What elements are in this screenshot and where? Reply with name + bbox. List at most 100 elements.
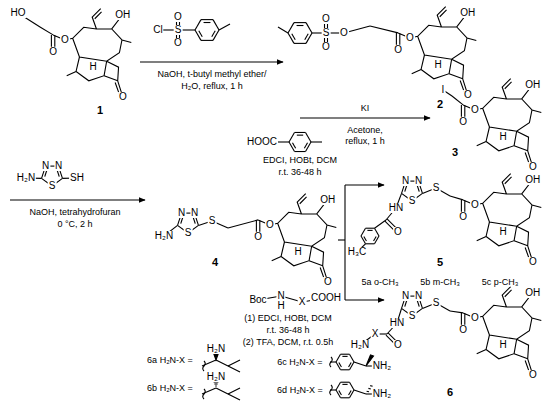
condition-text: Acetone, — [346, 126, 384, 135]
atom-label: O — [60, 35, 70, 45]
hash-bond — [215, 385, 217, 386]
ring-bond — [341, 397, 350, 398]
ring-double-bond — [349, 363, 352, 367]
compound-number: 5 — [436, 257, 444, 268]
bond — [228, 360, 240, 366]
ring-double-bond — [367, 230, 372, 231]
ring-bond — [361, 236, 366, 244]
ring-bond — [375, 236, 380, 244]
bracket — [338, 239, 345, 240]
atom-label: O — [470, 200, 480, 210]
pleuromutilin-core — [461, 287, 541, 375]
attachment-wavy — [330, 385, 333, 395]
condition-text: reflux, 1 h — [344, 137, 386, 146]
atom-label: O — [321, 42, 331, 52]
compound-number: 3 — [451, 147, 459, 158]
ring-bond — [366, 228, 375, 229]
atom-label: O — [321, 14, 331, 24]
ring-double-bond — [342, 356, 347, 357]
atom-label: O — [173, 38, 183, 48]
atom-label: O — [470, 313, 480, 323]
ring-double-bond — [212, 31, 215, 37]
bond — [228, 366, 240, 372]
ring-double-bond — [305, 34, 308, 40]
atom-label: S — [432, 298, 441, 308]
ring-bond — [336, 390, 341, 398]
atom-label: O — [393, 340, 403, 350]
ring-bond — [306, 33, 312, 43]
reaction-arrow — [345, 184, 384, 185]
atom-label: X — [298, 297, 307, 307]
atom-label: S — [48, 181, 57, 191]
ring-bond — [295, 151, 306, 152]
ring-double-bond — [349, 391, 352, 395]
ring-double-bond — [199, 31, 202, 37]
ring-bond — [375, 228, 380, 236]
atom-label: S — [408, 311, 417, 321]
pleuromutilin-core — [461, 79, 541, 167]
wedge-bond — [214, 353, 219, 360]
ring-bond — [294, 43, 306, 44]
atom-label: O — [528, 162, 538, 172]
atom-label: O — [339, 28, 349, 38]
ring-double-bond — [297, 25, 304, 26]
hash-bond — [367, 391, 369, 393]
reaction-arrow — [10, 199, 145, 200]
bond — [216, 388, 228, 394]
bond — [40, 27, 53, 35]
condition-text: H₂O, reflux, 1 h — [180, 82, 244, 91]
atom-label: O — [393, 227, 403, 237]
atom-label: S — [174, 25, 183, 35]
atom-label: O — [463, 90, 473, 100]
reaction-arrow — [140, 61, 283, 62]
atom-label: O — [458, 325, 468, 335]
atom-label: O — [528, 257, 538, 267]
atom-label: H — [498, 227, 507, 237]
atom-label: Boc — [248, 295, 267, 305]
bond — [216, 360, 228, 366]
atom-label: S — [432, 183, 441, 193]
attachment-wavy — [330, 357, 333, 367]
ring-double-bond — [297, 135, 303, 136]
atom-label: H₂N — [154, 231, 174, 241]
atom-label: O — [118, 92, 128, 102]
ring-double-bond — [304, 143, 307, 148]
compound-number: 6 — [446, 387, 454, 398]
atom-label: N — [401, 176, 410, 186]
ring-double-bond — [342, 384, 347, 385]
pleuromutilin-core — [396, 7, 476, 95]
atom-label: O — [458, 117, 468, 127]
ring-double-bond — [339, 363, 342, 367]
condition-text: 6a H₂N-X = — [146, 356, 194, 365]
atom-label: S — [208, 216, 217, 226]
ring-bond — [350, 354, 355, 362]
atom-label: H₂N — [16, 173, 36, 183]
atom-label: S — [184, 228, 193, 238]
atom-label: I — [441, 85, 446, 95]
atom-label: COOH — [310, 293, 342, 303]
ring-bond — [201, 19, 213, 20]
condition-text: NaOH, tetrahydrofuran — [28, 208, 121, 217]
bond — [354, 362, 366, 366]
atom-label: H — [433, 60, 442, 70]
atom-label: O — [48, 47, 58, 57]
atom-label: OH — [459, 8, 476, 18]
bond — [202, 360, 216, 366]
ring-bond — [294, 22, 306, 23]
atom-label: OH — [524, 80, 541, 90]
ring-bond — [336, 382, 341, 390]
atom-label: H₂N — [206, 344, 226, 354]
condition-text: (2) TFA, DCM, r.t. 0.5h — [242, 338, 334, 347]
atom-label: O — [253, 232, 263, 242]
atom-label: H₂N — [206, 372, 226, 382]
bond — [202, 388, 216, 394]
ring-bond — [341, 369, 350, 370]
atom-label: H — [498, 132, 507, 142]
condition-text: 5a o-CH₃ — [360, 278, 399, 287]
pleuromutilin-core — [51, 9, 131, 97]
ring-bond — [306, 132, 312, 142]
bond — [354, 390, 366, 394]
atom-label: O — [393, 45, 403, 55]
hash-bond — [214, 383, 217, 384]
compound-number: 2 — [436, 99, 444, 110]
